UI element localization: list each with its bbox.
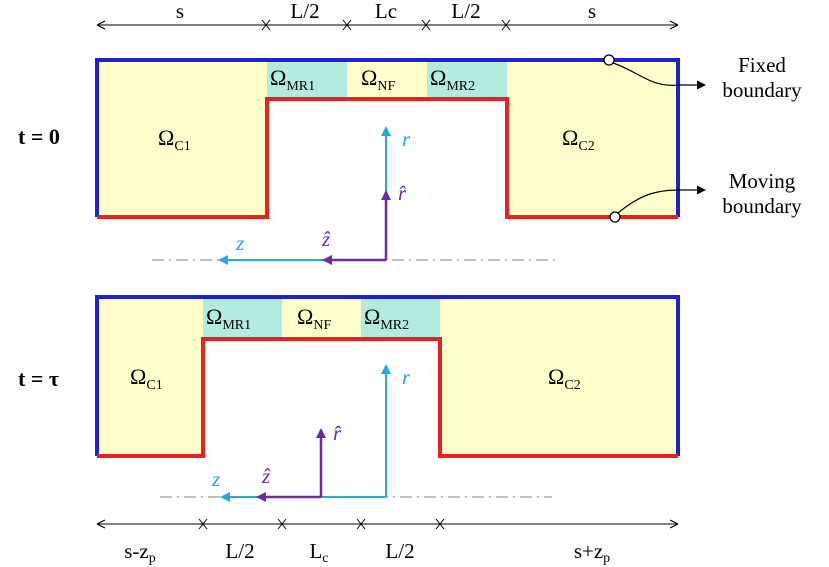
- fixed-label-line1: Fixed: [738, 53, 786, 77]
- bottom-panel: ΩC1 ΩMR1 ΩNF ΩMR2 ΩC2 t = τ r z r̂ ẑ s-z…: [18, 295, 680, 566]
- bottom-label-nf: ΩNF: [297, 304, 331, 333]
- bottom-label-c1: ΩC1: [130, 364, 163, 393]
- top-time-label: t = 0: [18, 124, 60, 149]
- bottom-label-c2: ΩC2: [548, 364, 581, 393]
- bottom-label-mr1: ΩMR1: [206, 304, 251, 333]
- bottom-r-hat-label: r̂: [333, 421, 342, 445]
- top-dim-s-right: s: [588, 0, 596, 23]
- top-dim-l-half-left: L/2: [290, 0, 319, 23]
- top-label-mr1: ΩMR1: [270, 65, 315, 94]
- bottom-dim-l-half-left: L/2: [225, 539, 254, 563]
- top-dim-s-left: s: [176, 0, 184, 23]
- moving-boundary-callout: Moving boundary: [609, 169, 802, 223]
- bottom-mr2-region: [361, 297, 440, 339]
- bottom-dimension-line: [96, 518, 679, 530]
- bottom-dim-lc: Lc: [309, 539, 328, 566]
- top-label-mr2: ΩMR2: [430, 65, 475, 94]
- top-domain-fill: [97, 60, 678, 217]
- top-panel: s L/2 Lc L/2 s ΩC1 ΩMR1 ΩNF ΩMR2 ΩC2 t =…: [18, 0, 680, 265]
- top-dim-l-half-right: L/2: [451, 0, 480, 23]
- top-mr1-region: [267, 60, 347, 99]
- bottom-mr1-region: [203, 297, 282, 339]
- top-moving-boundary: [97, 97, 678, 219]
- fixed-boundary-callout: Fixed boundary: [603, 53, 802, 102]
- moving-label-line1: Moving: [729, 169, 796, 193]
- top-r-hat-label: r̂: [398, 181, 407, 205]
- top-label-c1: ΩC1: [158, 125, 191, 154]
- moving-label-line2: boundary: [722, 194, 802, 218]
- top-fixed-boundary: [95, 58, 680, 217]
- top-label-c2: ΩC2: [562, 125, 595, 154]
- bottom-z-label: z: [211, 467, 220, 491]
- bottom-dim-s-minus-zp: s-zp: [124, 539, 156, 566]
- bottom-time-label: t = τ: [18, 366, 59, 391]
- top-r-label: r: [402, 127, 411, 151]
- bottom-fixed-boundary: [95, 295, 680, 456]
- bottom-z-hat-label: ẑ: [261, 464, 271, 488]
- top-z-label: z: [235, 231, 244, 255]
- bottom-dim-l-half-right: L/2: [385, 539, 414, 563]
- top-label-nf: ΩNF: [361, 65, 395, 94]
- bottom-r-label: r: [402, 365, 411, 389]
- top-dim-lc: Lc: [375, 0, 397, 23]
- bottom-label-mr2: ΩMR2: [364, 304, 409, 333]
- top-dimension-line: [96, 19, 679, 31]
- fixed-label-line2: boundary: [722, 78, 802, 102]
- bottom-dim-s-plus-zp: s+zp: [574, 539, 610, 566]
- bottom-moving-boundary: [97, 337, 678, 458]
- top-z-hat-label: ẑ: [321, 227, 331, 251]
- top-mr2-region: [427, 60, 507, 99]
